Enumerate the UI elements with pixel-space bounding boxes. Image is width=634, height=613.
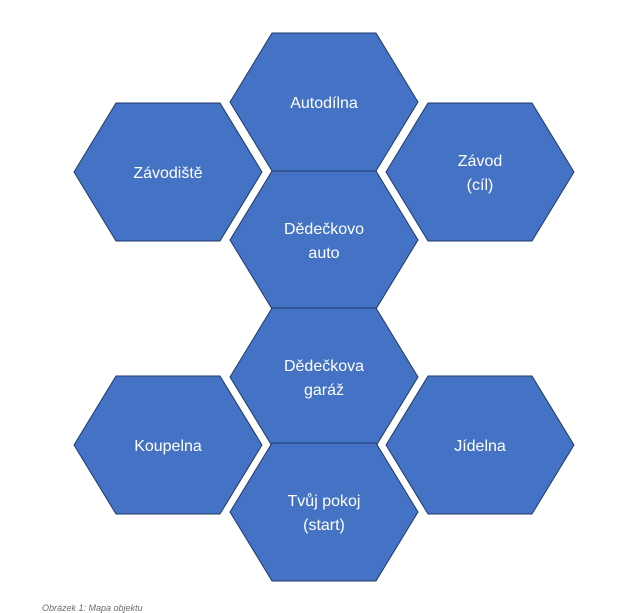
hex-cell-autodilna: Autodílna: [229, 32, 419, 172]
hex-cell-tvuj-pokoj: Tvůj pokoj (start): [229, 442, 419, 582]
hex-label: (cíl): [467, 177, 494, 194]
hex-label: Tvůj pokoj: [288, 492, 361, 510]
hex-cell-zavodiste: Závodiště: [73, 102, 263, 242]
hex-shape: [385, 102, 575, 242]
hex-label: Jídelna: [454, 438, 506, 455]
hex-cell-koupelna: Koupelna: [73, 375, 263, 515]
hex-label: (start): [303, 517, 345, 534]
hex-cell-dedeckova-garaz: Dědečkova garáž: [229, 307, 419, 447]
hex-cell-dedeckovo-auto: Dědečkovo auto: [229, 170, 419, 310]
hex-shape: [229, 170, 419, 310]
hex-shape: [73, 102, 263, 242]
hex-cell-zavod-cil: Závod (cíl): [385, 102, 575, 242]
hex-shape: [229, 442, 419, 582]
hex-label: garáž: [304, 382, 344, 399]
hex-shape: [73, 375, 263, 515]
figure-caption: Obrázek 1: Mapa objektu: [42, 603, 143, 613]
hex-label: Koupelna: [134, 438, 202, 455]
hex-label: Dědečkovo: [284, 221, 364, 238]
hex-label: Závod: [458, 153, 502, 170]
hex-label: auto: [308, 245, 339, 262]
hex-cell-jidelna: Jídelna: [385, 375, 575, 515]
hex-shape: [385, 375, 575, 515]
hex-shape: [229, 307, 419, 447]
hex-label: Závodiště: [133, 165, 202, 182]
hex-label: Autodílna: [290, 95, 358, 112]
hex-label: Dědečkova: [284, 358, 364, 375]
